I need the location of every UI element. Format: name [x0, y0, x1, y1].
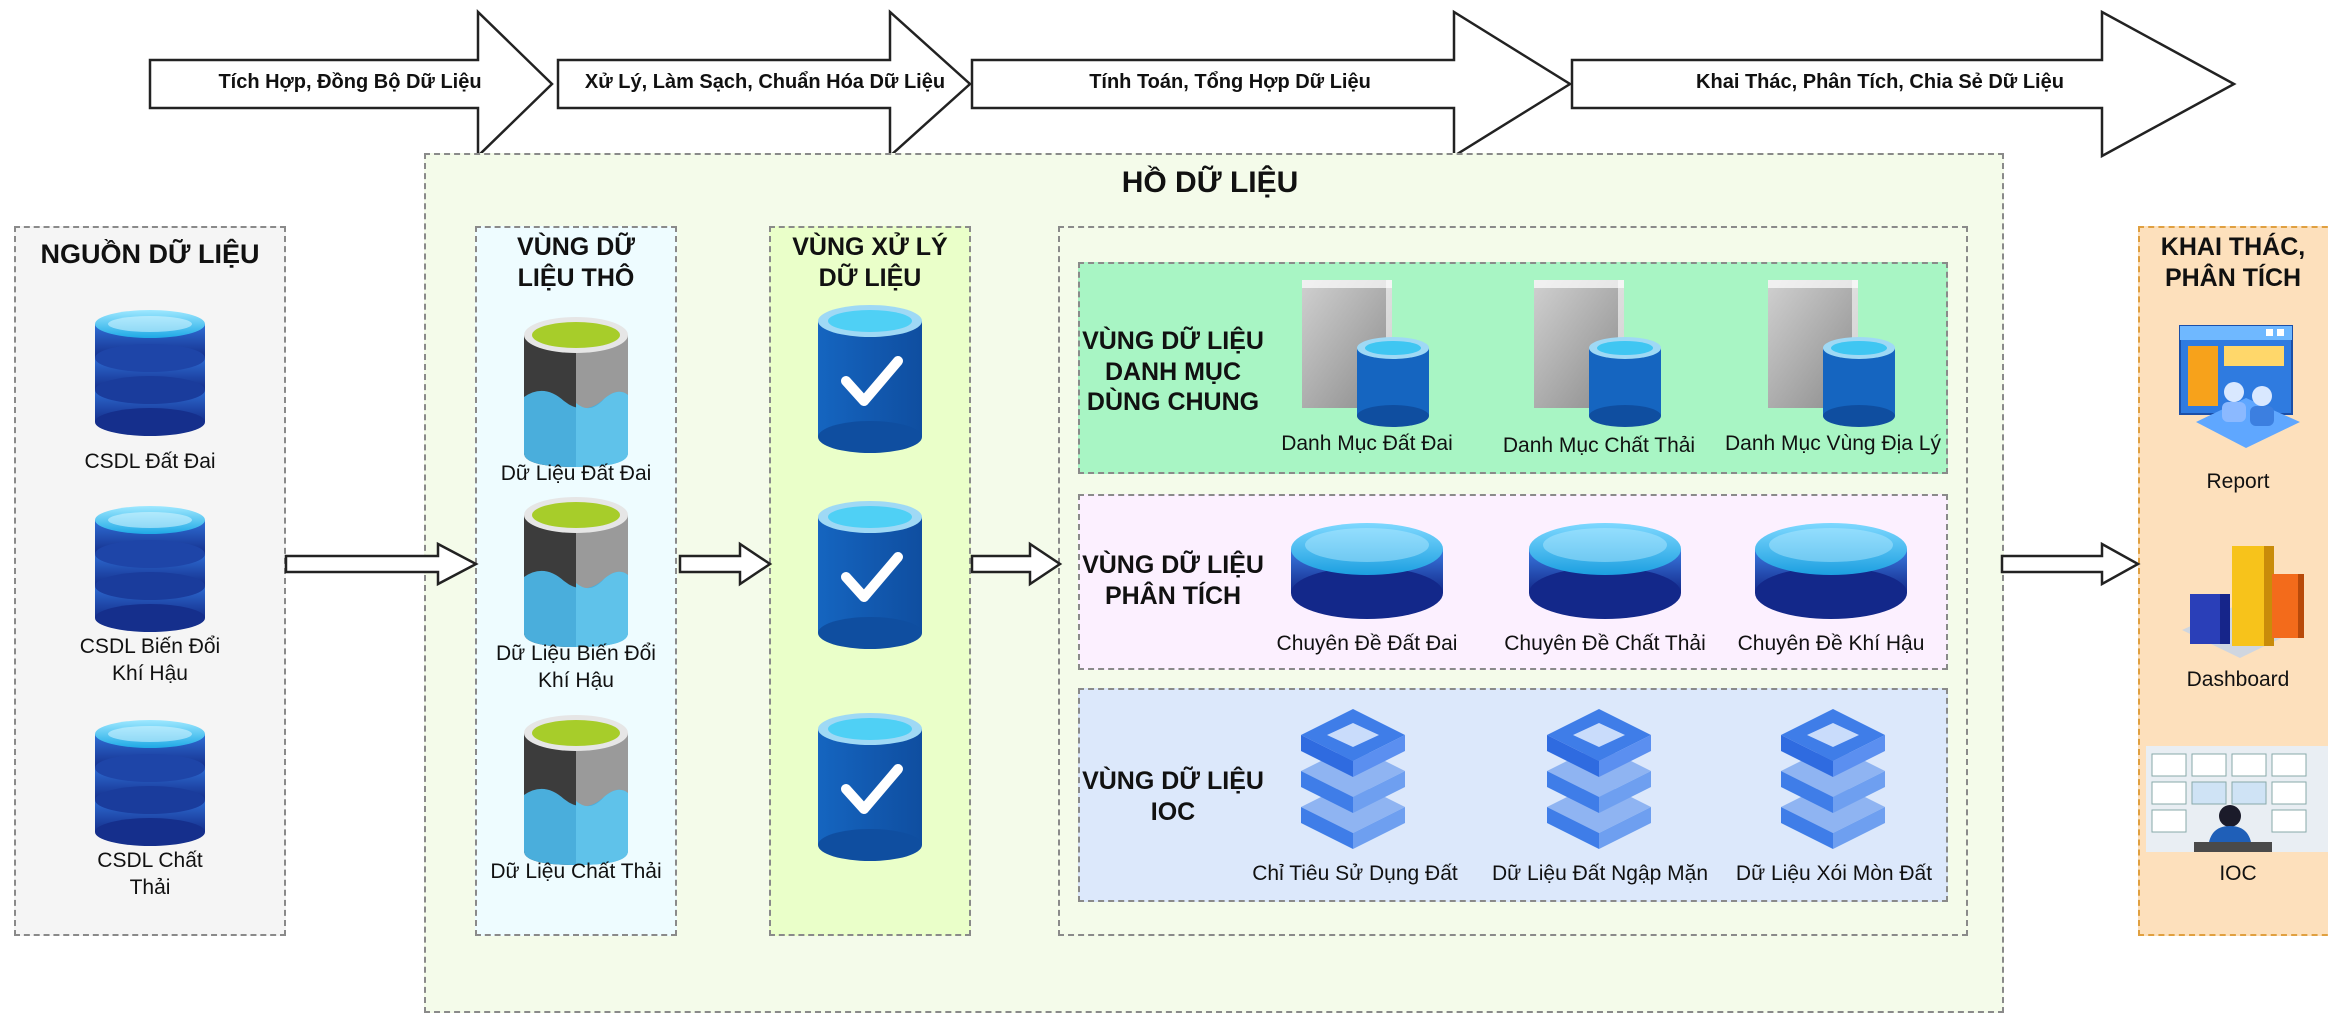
exploit-label-report: Report — [2206, 470, 2270, 493]
pipeline-arrow-2 — [556, 9, 972, 159]
source-label-3: CSDL Chất Thải — [97, 849, 203, 900]
ioc-monitor-icon — [2146, 746, 2328, 852]
pipeline-step-4: Khai Thác, Phân Tích, Chia Sẻ Dữ Liệu — [1696, 71, 2064, 93]
stacked-layers-icon — [1301, 709, 1405, 849]
disk-icon — [1291, 523, 1443, 619]
stacked-layers-icon — [1781, 709, 1885, 849]
raw-zone-title: VÙNG DỮ LIỆU THÔ — [517, 233, 635, 293]
catalog-database-icon — [1768, 280, 1895, 427]
report-icon — [2179, 325, 2300, 448]
pipeline-arrow-3 — [970, 9, 1573, 159]
analysis-zone-title: VÙNG DỮ LIỆU PHÂN TÍCH — [1082, 551, 1264, 610]
catalog-database-icon — [1534, 280, 1661, 427]
dashboard-icon — [2182, 546, 2304, 658]
source-label-2: CSDL Biến Đổi Khí Hậu — [79, 635, 221, 686]
ioc-zone-title: VÙNG DỮ LIỆU IOC — [1082, 767, 1264, 826]
pipeline-arrow-1 — [148, 9, 554, 159]
sources-title: NGUỒN DỮ LIỆU — [40, 239, 260, 269]
analysis-label-1: Chuyên Đề Đất Đai — [1276, 632, 1458, 655]
ioc-label-3: Dữ Liệu Xói Mòn Đất — [1735, 862, 1933, 885]
exploit-label-ioc: IOC — [2219, 862, 2257, 885]
ioc-label-2: Dữ Liệu Đất Ngập Mặn — [1492, 862, 1708, 885]
pipeline-step-3: Tính Toán, Tổng Hợp Dữ Liệu — [1089, 71, 1371, 93]
processing-zone-title: VÙNG XỬ LÝ DỮ LIỆU — [792, 233, 948, 293]
exploit-label-dashboard: Dashboard — [2186, 668, 2290, 691]
raw-label-1: Dữ Liệu Đất Đai — [500, 462, 652, 485]
source-label-1: CSDL Đất Đai — [84, 450, 216, 473]
database-icon — [95, 720, 205, 846]
checked-database-icon — [817, 712, 923, 862]
catalog-zone-title: VÙNG DỮ LIỆU DANH MỤC DÙNG CHUNG — [1082, 327, 1264, 416]
analysis-label-3: Chuyên Đề Khí Hậu — [1737, 632, 1925, 655]
data-lake-icon — [524, 497, 628, 647]
arrow-zones-to-exploit — [2000, 541, 2141, 587]
catalog-label-1: Danh Mục Đất Đai — [1281, 432, 1453, 455]
ioc-label-1: Chỉ Tiêu Sử Dụng Đất — [1252, 862, 1458, 885]
checked-database-icon — [817, 500, 923, 650]
disk-icon — [1529, 523, 1681, 619]
raw-label-2: Dữ Liệu Biến Đổi Khí Hậu — [496, 642, 656, 693]
catalog-label-3: Danh Mục Vùng Địa Lý — [1725, 432, 1941, 455]
stacked-layers-icon — [1547, 709, 1651, 849]
pipeline-arrows — [148, 9, 2237, 159]
database-icon — [95, 506, 205, 632]
disk-icon — [1755, 523, 1907, 619]
catalog-database-icon — [1302, 280, 1429, 427]
database-icon — [95, 310, 205, 436]
raw-label-3: Dữ Liệu Chất Thải — [490, 860, 662, 883]
pipeline-arrow-4 — [1570, 9, 2237, 159]
catalog-label-2: Danh Mục Chất Thải — [1502, 434, 1696, 457]
data-lake-icon — [524, 715, 628, 865]
data-lake-title: HỒ DỮ LIỆU — [1121, 166, 1299, 199]
pipeline-step-1: Tích Hợp, Đồng Bộ Dữ Liệu — [218, 71, 482, 93]
checked-database-icon — [817, 304, 923, 454]
exploit-title: KHAI THÁC, PHÂN TÍCH — [2160, 233, 2306, 293]
analysis-label-2: Chuyên Đề Chất Thải — [1504, 632, 1706, 655]
pipeline-step-2: Xử Lý, Làm Sạch, Chuẩn Hóa Dữ Liệu — [584, 71, 946, 93]
data-lake-icon — [524, 317, 628, 467]
